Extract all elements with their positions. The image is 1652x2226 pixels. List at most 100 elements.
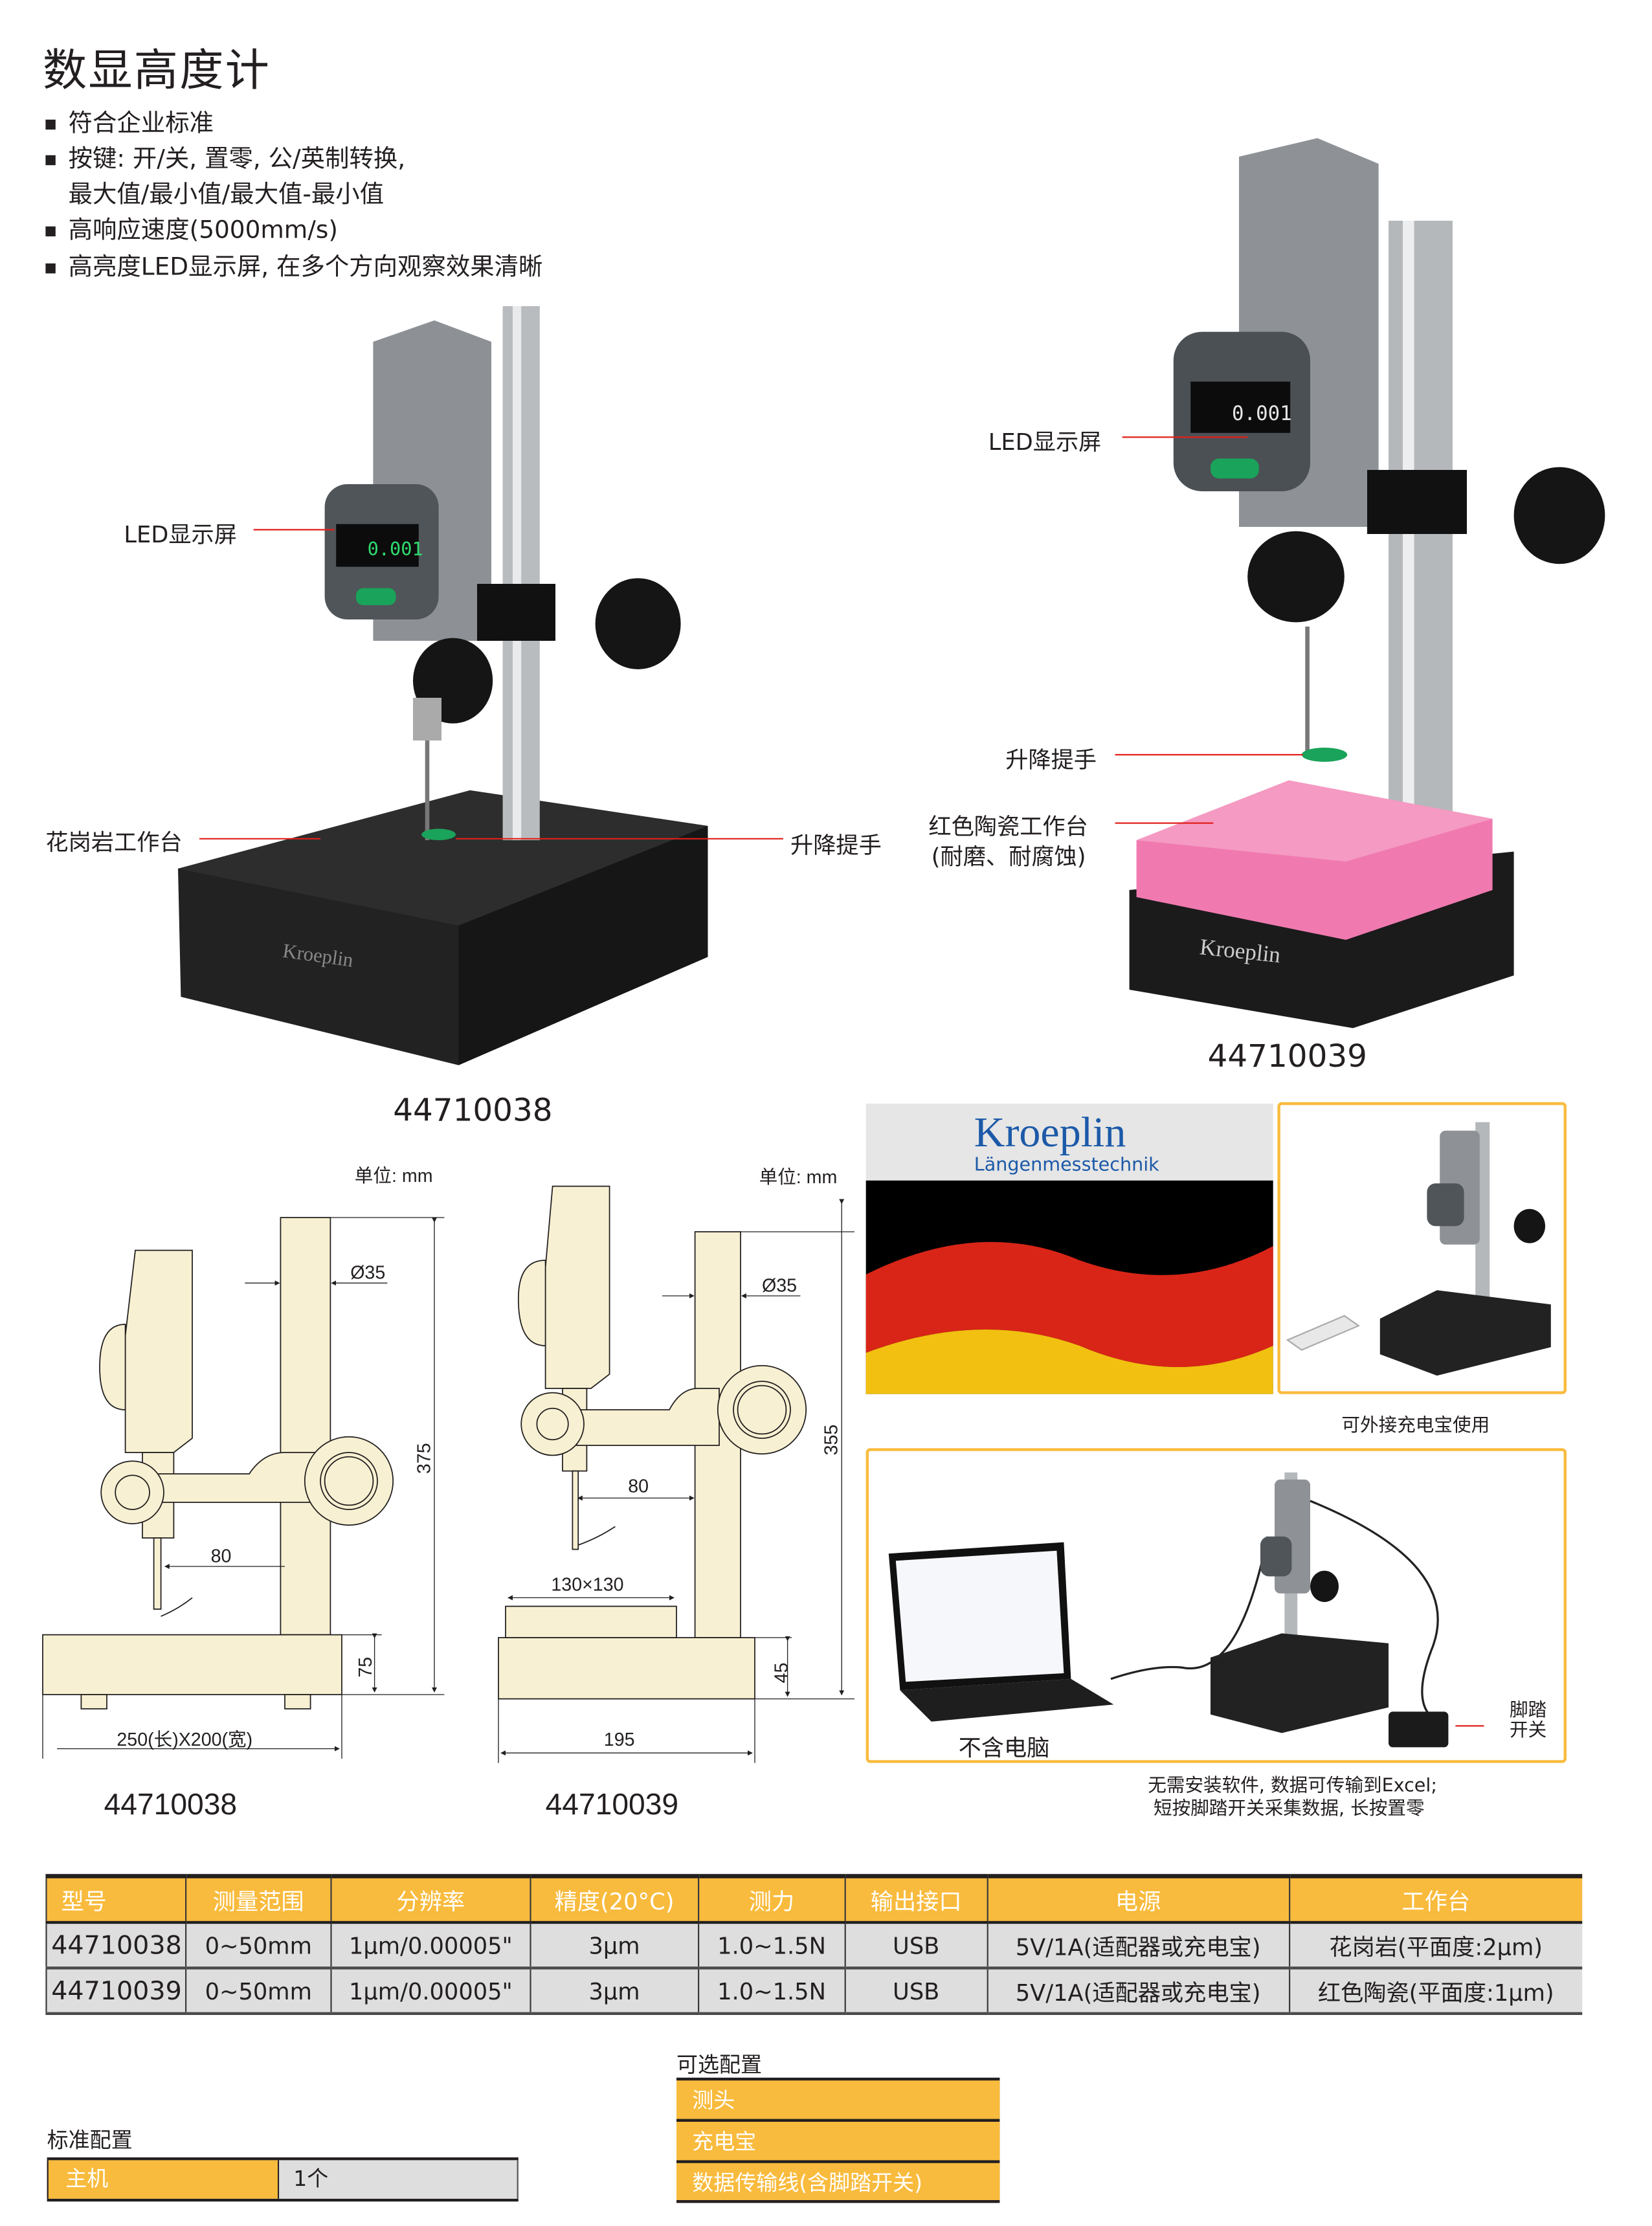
plate-dimension: 130×130 xyxy=(551,1574,623,1595)
table-cell: 花岗岩(平面度:2μm) xyxy=(1288,1922,1583,1970)
zero-button xyxy=(356,588,396,605)
footswitch-label: 开关 xyxy=(1510,1720,1547,1742)
led-display xyxy=(336,524,419,567)
table-cell: 1μm/0.00005" xyxy=(330,1922,531,1970)
table-cell: 1μm/0.00005" xyxy=(330,1968,531,2016)
product-photo-44710039: Kroeplin 0.001 xyxy=(1115,138,1605,1029)
diameter-dimension: Ø35 xyxy=(350,1263,385,1284)
display-reading: 0.001 xyxy=(368,538,423,560)
table-cell: 44710038 xyxy=(45,1922,186,1970)
led-display xyxy=(1190,381,1291,433)
lift-handle xyxy=(1301,748,1348,762)
powerbank-caption: 可外接充电宝使用 xyxy=(1341,1415,1490,1437)
bullet-icon xyxy=(45,154,56,165)
model-number: 44710039 xyxy=(1207,1040,1367,1075)
feature-text: 按键: 开/关, 置零, 公/英制转换, xyxy=(68,145,406,174)
brand-flag-banner: Kroeplin Längenmesstechnik xyxy=(865,1104,1273,1394)
base-size-dimension: 250(长)X200(宽) xyxy=(117,1730,252,1750)
table-cell: USB xyxy=(844,1968,988,2016)
brand-tagline: Längenmesstechnik xyxy=(974,1153,1159,1175)
table-cell: 0~50mm xyxy=(184,1968,331,2016)
table-cell: 1.0~1.5N xyxy=(697,1968,845,2016)
lift-knob xyxy=(1247,531,1345,623)
table-cell: 3μm xyxy=(530,1968,698,2016)
bullet-icon xyxy=(45,118,56,129)
drawing-44710039 xyxy=(498,1185,807,1700)
base-height-dimension: 75 xyxy=(355,1657,376,1678)
model-number: 44710038 xyxy=(393,1093,553,1130)
pc-caption-line: 短按脚踏开关采集数据, 长按置零 xyxy=(1154,1798,1425,1820)
feature-item: 符合企业标准 xyxy=(45,102,214,138)
height-dimension: 375 xyxy=(414,1443,434,1474)
column-header: 型号 xyxy=(45,1874,186,1924)
flag-red-stripe xyxy=(865,1241,1273,1367)
powerbank xyxy=(1286,1315,1361,1351)
unit-label: 单位: mm xyxy=(759,1167,838,1188)
dimension-drawings: 单位: mm Ø35 375 80 75 250(长)X200(宽) 44710… xyxy=(42,1166,854,1821)
standard-item: 主机 xyxy=(47,2160,280,2199)
table-cell: 1.0~1.5N xyxy=(697,1922,845,1970)
table-cell: USB xyxy=(844,1922,988,1970)
table-cell: 3μm xyxy=(530,1922,698,1970)
page-title: 数显高度计 xyxy=(43,45,271,97)
column-header: 分辨率 xyxy=(330,1874,531,1924)
table-header-row: 型号 测量范围 分辨率 精度(20°C) 测力 输出接口 电源 工作台 xyxy=(45,1874,1583,1924)
spec-table: 型号 测量范围 分辨率 精度(20°C) 测力 输出接口 电源 工作台 4471… xyxy=(45,1874,1583,2016)
ceramic-table-label: 红色陶瓷工作台 xyxy=(928,813,1088,840)
table-cell: 0~50mm xyxy=(184,1922,331,1970)
standard-config-title: 标准配置 xyxy=(47,2127,133,2154)
brand-logo: Kroeplin xyxy=(974,1109,1126,1156)
model-number: 44710038 xyxy=(104,1787,238,1821)
optional-item: 充电宝 xyxy=(676,2122,1000,2161)
lift-handle xyxy=(421,829,456,840)
powerbank-photo xyxy=(1277,1102,1567,1394)
bullet-icon xyxy=(45,225,56,236)
column-header: 电源 xyxy=(987,1874,1289,1924)
foot-switch xyxy=(1389,1711,1449,1748)
lift-handle-label: 升降提手 xyxy=(1005,746,1097,774)
table-row: 44710038 0~50mm 1μm/0.00005" 3μm 1.0~1.5… xyxy=(45,1922,1583,1970)
column-header: 测量范围 xyxy=(184,1874,331,1924)
ceramic-table-note: (耐磨、耐腐蚀) xyxy=(931,843,1086,871)
product-photo-44710038: Kroeplin 0.001 xyxy=(178,306,784,1065)
reach-dimension: 80 xyxy=(628,1476,649,1497)
optional-item: 数据传输线(含脚踏开关) xyxy=(676,2163,1000,2200)
led-display-label: LED显示屏 xyxy=(124,521,237,548)
clamp-knob xyxy=(595,578,681,669)
pc-connection-photo xyxy=(865,1448,1567,1763)
column-header: 精度(20°C) xyxy=(530,1874,698,1924)
optional-config-title: 可选配置 xyxy=(676,2052,763,2078)
model-number: 44710039 xyxy=(546,1787,679,1821)
base-height-dimension: 45 xyxy=(772,1663,792,1684)
feature-item: 按键: 开/关, 置零, 公/英制转换, xyxy=(45,138,405,173)
reach-dimension: 80 xyxy=(211,1546,232,1566)
column-header: 工作台 xyxy=(1288,1874,1583,1924)
display-reading: 0.001 xyxy=(1232,402,1292,425)
gauge-with-powerbank-image xyxy=(1286,1122,1551,1376)
zero-button xyxy=(1211,458,1259,479)
diameter-dimension: Ø35 xyxy=(762,1275,797,1296)
granite-table-label: 花岗岩工作台 xyxy=(45,829,183,856)
feature-item: 高亮度LED显示屏, 在多个方向观察效果清晰 xyxy=(45,247,542,282)
column-header: 测力 xyxy=(697,1874,845,1924)
feature-text: 高响应速度(5000mm/s) xyxy=(68,216,338,245)
unit-label: 单位: mm xyxy=(355,1166,433,1186)
table-cell: 5V/1A(适配器或充电宝) xyxy=(987,1968,1289,2016)
no-pc-label: 不含电脑 xyxy=(958,1734,1050,1762)
standard-item-qty: 1个 xyxy=(279,2160,519,2199)
column-header: 输出接口 xyxy=(844,1874,988,1924)
feature-text: 最大值/最小值/最大值-最小值 xyxy=(68,181,385,210)
pc-setup-image xyxy=(888,1472,1484,1748)
table-cell: 红色陶瓷(平面度:1μm) xyxy=(1288,1968,1583,2016)
table-cell: 44710039 xyxy=(45,1968,186,2016)
clamp-knob xyxy=(1513,467,1605,564)
feature-text: 符合企业标准 xyxy=(68,109,214,139)
pc-caption-line: 无需安装软件, 数据可传输到Excel; xyxy=(1148,1775,1438,1797)
feature-item: 高响应速度(5000mm/s) xyxy=(45,209,338,245)
drawing-44710038 xyxy=(42,1217,394,1709)
flag-gold-stripe xyxy=(865,1330,1273,1394)
base-width-dimension: 195 xyxy=(604,1730,635,1750)
footswitch-label: 脚踏 xyxy=(1510,1700,1547,1722)
table-cell: 5V/1A(适配器或充电宝) xyxy=(987,1922,1289,1970)
